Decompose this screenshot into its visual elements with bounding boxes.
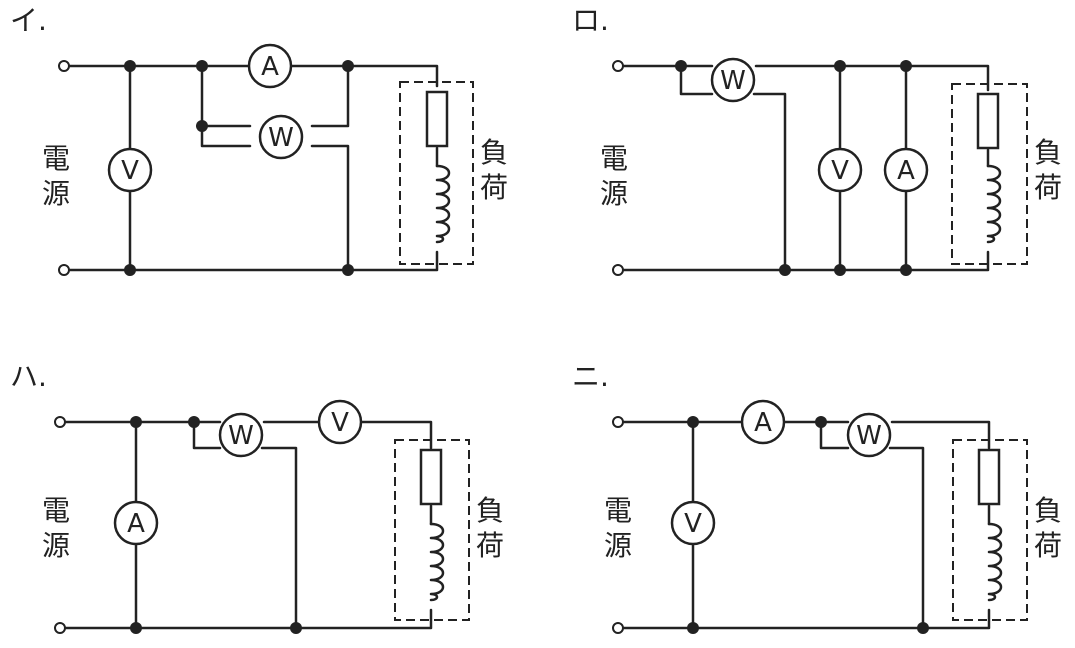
source-label-1: 電	[42, 142, 70, 175]
junction-dot	[124, 60, 136, 72]
junction-dot	[900, 60, 912, 72]
terminal-icon	[612, 416, 624, 428]
terminal-icon	[612, 622, 624, 634]
terminal-icon	[58, 264, 70, 276]
panel-ro: ロ. W V A 電 源 負 荷	[572, 4, 1062, 276]
load-label-1: 負	[480, 136, 508, 169]
inductor-symbol	[986, 164, 1002, 244]
panel-ro-label: ロ.	[572, 4, 609, 37]
terminal-icon	[54, 416, 66, 428]
resistor-symbol	[419, 448, 443, 506]
junction-dot	[130, 622, 142, 634]
wattmeter-label: W	[720, 66, 746, 96]
wattmeter-label: W	[856, 421, 882, 451]
voltmeter-label: V	[831, 156, 849, 186]
voltmeter-label: V	[684, 509, 702, 539]
junction-dot	[196, 60, 208, 72]
junction-dot	[196, 120, 208, 132]
resistor-symbol	[977, 448, 1001, 506]
source-label-1: 電	[604, 494, 632, 527]
ammeter-label: A	[897, 156, 915, 186]
ammeter-icon	[247, 43, 293, 89]
ammeter-icon	[113, 500, 159, 546]
wattmeter-icon	[846, 412, 892, 458]
source-label-2: 源	[600, 177, 628, 210]
top-wire	[616, 64, 990, 272]
voltmeter-icon	[817, 147, 863, 193]
panel-i-label: イ.	[10, 4, 47, 37]
voltmeter-label: V	[121, 156, 139, 186]
load-box	[951, 83, 1028, 265]
junction-dot	[687, 622, 699, 634]
junction-dot	[834, 264, 846, 276]
resistor-symbol	[425, 90, 449, 148]
ammeter-icon	[883, 147, 929, 193]
junction-dot	[779, 264, 791, 276]
ammeter-label: A	[754, 408, 772, 438]
junction-dot	[834, 60, 846, 72]
load-box	[399, 81, 474, 265]
ammeter-label: A	[261, 52, 279, 82]
wattmeter-label: W	[228, 421, 254, 451]
voltmeter-icon	[107, 147, 153, 193]
junction-dot	[130, 416, 142, 428]
inductor-symbol	[429, 522, 445, 602]
source-label-1: 電	[600, 142, 628, 175]
junction-dot	[815, 416, 827, 428]
wattmeter-label: W	[268, 123, 294, 153]
source-label-2: 源	[604, 529, 632, 562]
terminal-icon	[54, 622, 66, 634]
junction-dot	[124, 264, 136, 276]
voltmeter-icon	[317, 399, 363, 445]
load-label-2: 荷	[476, 529, 504, 562]
wattmeter-icon	[258, 114, 304, 160]
wattmeter-icon	[218, 412, 264, 458]
ammeter-label: A	[127, 509, 145, 539]
load-label-2: 荷	[1034, 171, 1062, 204]
inductor-symbol	[435, 164, 451, 244]
load-box	[394, 439, 470, 621]
load-label-1: 負	[1034, 136, 1062, 169]
wattmeter-icon	[710, 57, 756, 103]
junction-dot	[687, 416, 699, 428]
junction-dot	[188, 416, 200, 428]
resistor-symbol	[976, 92, 1000, 150]
voltmeter-icon	[670, 500, 716, 546]
panel-ha-label: ハ.	[10, 360, 47, 393]
source-label-2: 源	[42, 177, 70, 210]
load-label-1: 負	[1034, 494, 1062, 527]
load-label-1: 負	[476, 494, 504, 527]
source-label-1: 電	[42, 494, 70, 527]
inductor-symbol	[987, 522, 1003, 602]
panel-ha: ハ. W V A 電 源 負 荷	[10, 360, 504, 634]
junction-dot	[675, 60, 687, 72]
terminal-icon	[58, 60, 70, 72]
junction-dot	[900, 264, 912, 276]
ammeter-icon	[740, 399, 786, 445]
panel-ni: ニ. A W V 電 源 負 荷	[572, 360, 1062, 634]
terminal-icon	[612, 60, 624, 72]
terminal-icon	[612, 264, 624, 276]
source-label-2: 源	[42, 529, 70, 562]
load-label-2: 荷	[480, 171, 508, 204]
panel-i: イ. A W V 電 源 負 荷	[10, 4, 508, 276]
load-box	[952, 439, 1028, 621]
junction-dot	[342, 264, 354, 276]
junction-dot	[290, 622, 302, 634]
junction-dot	[917, 622, 929, 634]
voltmeter-label: V	[331, 408, 349, 438]
panel-ni-label: ニ.	[572, 360, 609, 393]
junction-dot	[342, 60, 354, 72]
load-label-2: 荷	[1034, 529, 1062, 562]
